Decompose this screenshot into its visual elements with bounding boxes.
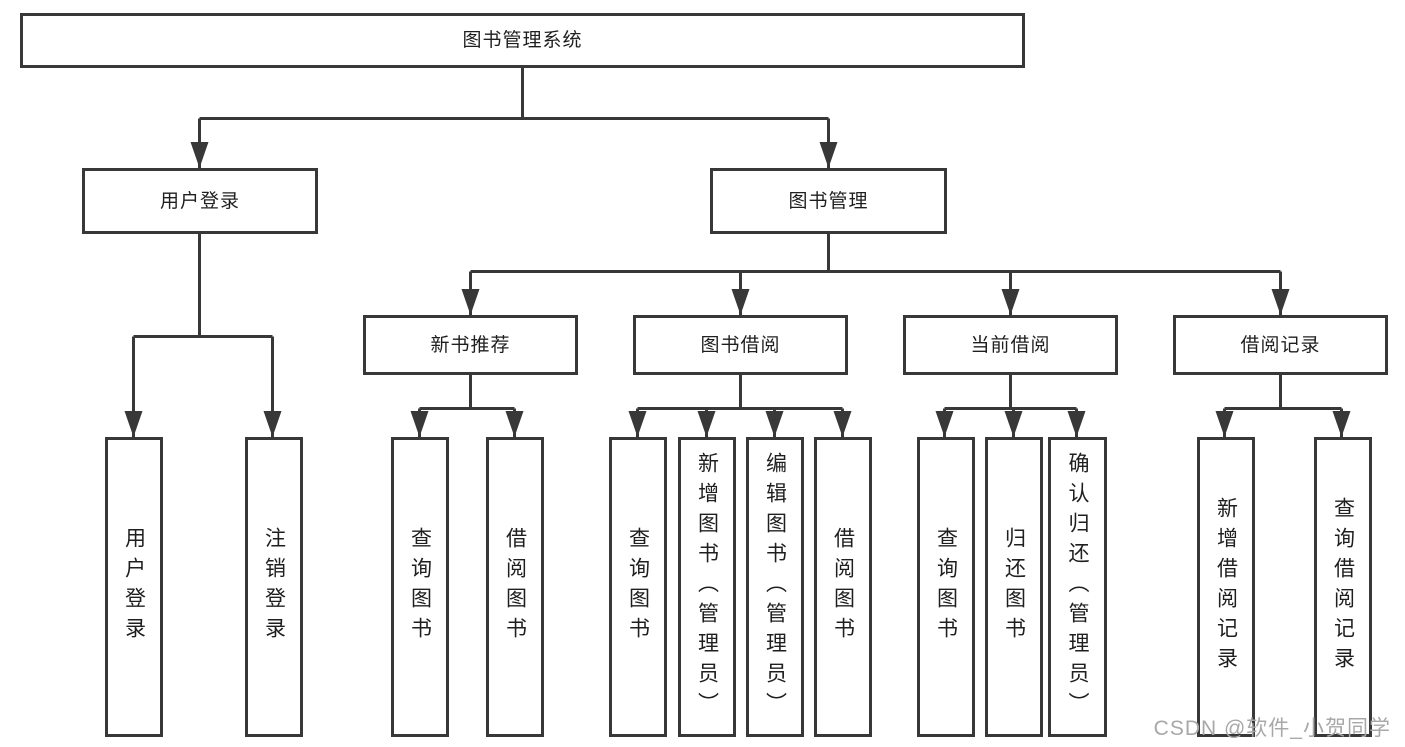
leaf-logout: 注销登录 xyxy=(245,437,303,737)
node-current-borrow: 当前借阅 xyxy=(903,315,1118,375)
leaf-query-book-1: 查询图书 xyxy=(391,437,449,737)
node-root: 图书管理系统 xyxy=(20,13,1025,68)
leaf-borrow-book-1: 借阅图书 xyxy=(486,437,544,737)
leaf-user-login: 用户登录 xyxy=(105,437,163,737)
leaf-borrow-book-2: 借阅图书 xyxy=(814,437,872,737)
node-borrow-records: 借阅记录 xyxy=(1173,315,1388,375)
leaf-edit-book-admin: 编辑图书（管理员） xyxy=(746,437,804,737)
leaf-query-book-3: 查询图书 xyxy=(917,437,975,737)
watermark: CSDN @软件_小贺同学 xyxy=(1153,717,1391,740)
leaf-query-borrow-record: 查询借阅记录 xyxy=(1314,437,1372,737)
leaf-add-borrow-record: 新增借阅记录 xyxy=(1197,437,1255,737)
node-book-management: 图书管理 xyxy=(710,168,947,234)
leaf-return-book: 归还图书 xyxy=(985,437,1043,737)
leaf-query-book-2: 查询图书 xyxy=(609,437,667,737)
node-book-borrow: 图书借阅 xyxy=(633,315,848,375)
leaf-add-book-admin: 新增图书（管理员） xyxy=(678,437,736,737)
leaf-confirm-return-admin: 确认归还（管理员） xyxy=(1048,437,1107,737)
node-new-book-recommend: 新书推荐 xyxy=(363,315,578,375)
node-user-login: 用户登录 xyxy=(82,168,318,234)
arrowhead-icon xyxy=(124,142,1351,437)
